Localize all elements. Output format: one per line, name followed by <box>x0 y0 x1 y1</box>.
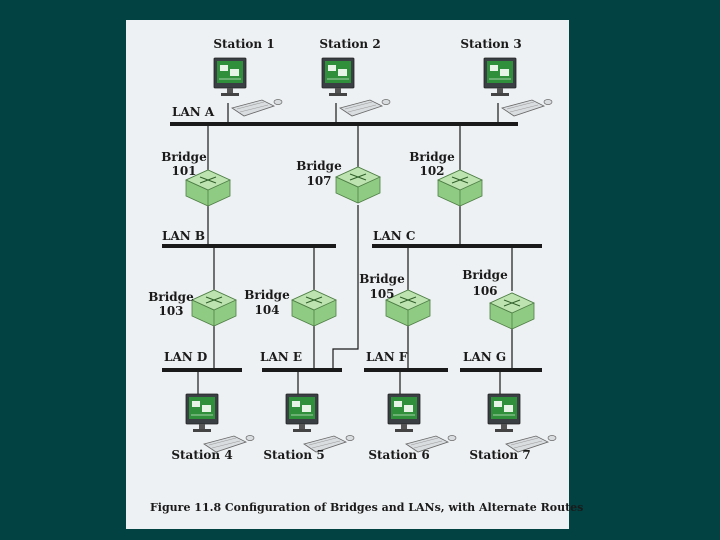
station-1-icon <box>213 57 283 117</box>
lan-c-bus <box>372 244 542 248</box>
station-labels: Station 1 Station 2 Station 3 Station 4 … <box>171 37 530 462</box>
lan-g-label: LAN G <box>463 350 506 364</box>
lan-e-label: LAN E <box>260 350 302 364</box>
lan-a-bus <box>170 122 518 126</box>
station-5-label: Station 5 <box>263 448 324 462</box>
bridge-102-icon <box>437 169 483 207</box>
station-6-icon <box>387 393 457 453</box>
bridge-101-word: Bridge <box>161 150 207 164</box>
bridge-106-icon <box>489 292 535 330</box>
bridge-107-number: 107 <box>306 174 331 188</box>
bridge-106-number: 106 <box>472 284 497 298</box>
figure-caption: Figure 11.8 Configuration of Bridges and… <box>150 501 583 514</box>
station-3-label: Station 3 <box>460 37 521 51</box>
network-diagram: Station 1 Station 2 Station 3 Station 4 … <box>148 37 583 514</box>
bridge-103-word: Bridge <box>148 290 194 304</box>
bridge-107-icon <box>335 166 381 204</box>
station-4-label: Station 4 <box>171 448 232 462</box>
figure-panel: Station 1 Station 2 Station 3 Station 4 … <box>126 20 583 529</box>
bridge-106-word: Bridge <box>462 268 508 282</box>
lan-f-bus <box>364 368 448 372</box>
station-6-label: Station 6 <box>368 448 429 462</box>
station-7-label: Station 7 <box>469 448 530 462</box>
wires <box>197 103 513 398</box>
lan-labels: LAN A LAN B LAN C LAN D LAN E LAN F LAN … <box>162 105 506 364</box>
lan-b-bus <box>162 244 336 248</box>
bridge-103-icon <box>191 289 237 327</box>
bridge-105-word: Bridge <box>359 272 405 286</box>
wire-bridge107-lan-e <box>332 205 359 370</box>
lan-e-bus <box>262 368 342 372</box>
bridge-102-word: Bridge <box>409 150 455 164</box>
station-2-icon <box>321 57 391 117</box>
station-3-icon <box>483 57 553 117</box>
station-4-icon <box>185 393 255 453</box>
lan-b-label: LAN B <box>162 229 205 243</box>
station-7-icon <box>487 393 557 453</box>
lan-d-bus <box>162 368 242 372</box>
bridge-104-word: Bridge <box>244 288 290 302</box>
station-5-icon <box>285 393 355 453</box>
station-2-label: Station 2 <box>319 37 380 51</box>
bridge-104-icon <box>291 289 337 327</box>
station-1-label: Station 1 <box>213 37 274 51</box>
bridge-105-number: 105 <box>369 287 394 301</box>
lan-buses <box>162 122 542 372</box>
bridge-102-number: 102 <box>419 164 444 178</box>
bridge-103-number: 103 <box>158 304 183 318</box>
bridge-104-number: 104 <box>254 303 279 317</box>
lan-f-label: LAN F <box>366 350 408 364</box>
lan-a-label: LAN A <box>172 105 215 119</box>
bridge-labels: Bridge 101 Bridge 107 Bridge 102 Bridge … <box>148 150 508 318</box>
lan-g-bus <box>460 368 542 372</box>
lan-c-label: LAN C <box>373 229 415 243</box>
bridge-101-number: 101 <box>171 164 196 178</box>
bridge-107-word: Bridge <box>296 159 342 173</box>
lan-d-label: LAN D <box>164 350 207 364</box>
